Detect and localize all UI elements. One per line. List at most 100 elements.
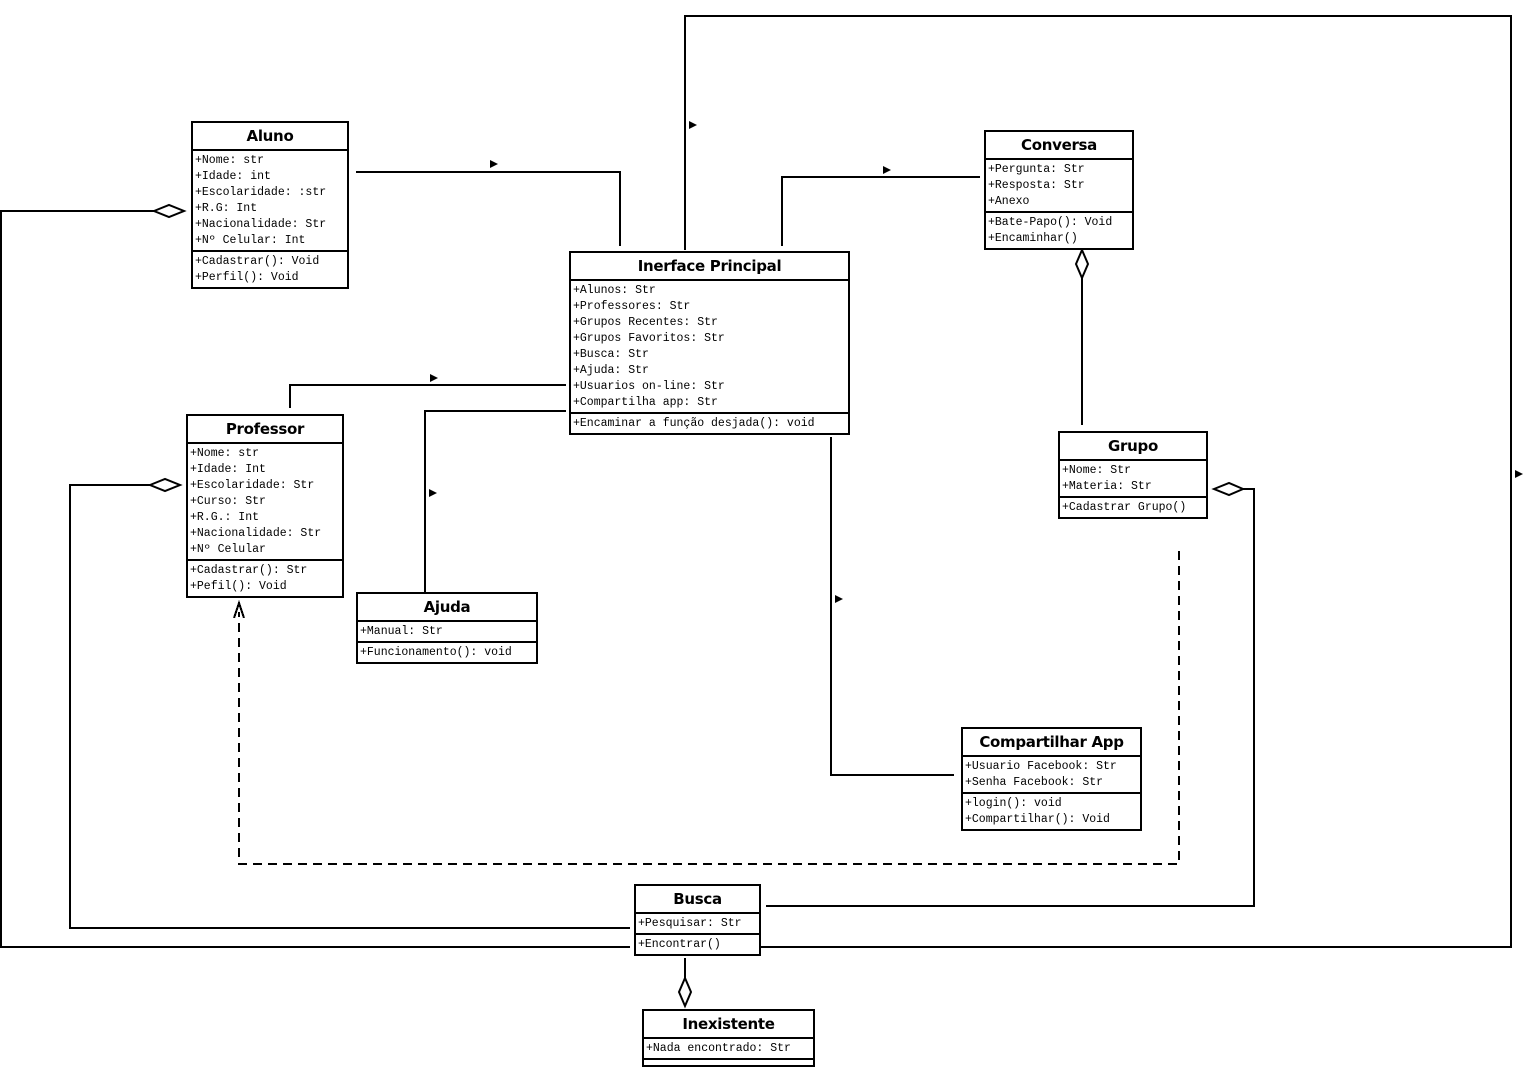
attribute-row: +Busca: Str <box>573 348 649 361</box>
class-grupo[interactable]: Grupo +Nome: Str +Materia: Str +Cadastrar G… <box>1058 431 1208 519</box>
direction-arrow-icon <box>835 595 843 603</box>
connector-professor-interface <box>289 384 566 408</box>
attribute-row: +Nome: str <box>195 154 265 167</box>
attribute-row: +Escolaridade: Str <box>190 479 315 492</box>
attribute-row: +Idade: Int <box>190 463 266 476</box>
direction-arrow-icon <box>1515 470 1523 478</box>
class-name: Ajuda <box>358 594 536 622</box>
attribute-row: +Nº Celular <box>190 543 266 556</box>
attribute-row: +Usuario Facebook: Str <box>965 760 1117 773</box>
aggregation-diamond-aluno <box>151 203 187 219</box>
attribute-row: +Usuarios on-line: Str <box>573 380 725 393</box>
attribute-row: +Senha Facebook: Str <box>965 776 1104 789</box>
attribute-row: +Nome: Str <box>1062 464 1132 477</box>
method-row: +Bate-Papo(): Void <box>988 216 1113 229</box>
attributes-compartment: +Pesquisar: Str <box>636 914 759 935</box>
methods-compartment: +Bate-Papo(): Void +Encaminhar() <box>986 213 1132 248</box>
attribute-row: +Nº Celular: Int <box>195 234 306 247</box>
attribute-row: +Manual: Str <box>360 625 443 638</box>
direction-arrow-icon <box>490 160 498 168</box>
method-row: +Encaminar a função desjada(): void <box>573 417 815 430</box>
class-name: Grupo <box>1060 433 1206 461</box>
aggregation-diamond-grupo <box>1211 481 1246 497</box>
class-inexistente[interactable]: Inexistente +Nada encontrado: Str <box>642 1009 815 1067</box>
aggregation-diamond-busca <box>677 975 693 1009</box>
connector-interface-busca-loop <box>684 15 1512 948</box>
connector-interface-compartilhar <box>830 437 954 776</box>
class-name: Conversa <box>986 132 1132 160</box>
class-name: Inexistente <box>644 1011 813 1039</box>
attribute-row: +Resposta: Str <box>988 179 1085 192</box>
class-conversa[interactable]: Conversa +Pergunta: Str +Resposta: Str +Ane… <box>984 130 1134 250</box>
method-row: +login(): void <box>965 797 1062 810</box>
method-row: +Cadastrar Grupo() <box>1062 501 1187 514</box>
connector-busca-grupo <box>766 488 1255 907</box>
class-busca[interactable]: Busca +Pesquisar: Str +Encontrar() <box>634 884 761 956</box>
attribute-row: +Anexo <box>988 195 1030 208</box>
attributes-compartment: +Nome: str +Idade: int +Escolaridade: :str… <box>193 151 347 252</box>
attributes-compartment: +Nome: str +Idade: Int +Escolaridade: Str +… <box>188 444 342 561</box>
connector-busca-professor <box>69 484 630 929</box>
attributes-compartment: +Usuario Facebook: Str +Senha Facebook: S… <box>963 757 1140 794</box>
class-name: Aluno <box>193 123 347 151</box>
attribute-row: +Materia: Str <box>1062 480 1152 493</box>
method-row: +Cadastrar(): Str <box>190 564 308 577</box>
connector-interface-conversa <box>781 176 980 246</box>
attribute-row: +Professores: Str <box>573 300 691 313</box>
connector-ajuda-interface <box>424 410 566 592</box>
methods-compartment: +Cadastrar(): Str +Pefil(): Void <box>188 561 342 596</box>
attribute-row: +Alunos: Str <box>573 284 656 297</box>
method-row: +Compartilhar(): Void <box>965 813 1110 826</box>
methods-compartment: +Cadastrar(): Void +Perfil(): Void <box>193 252 347 287</box>
method-row: +Encaminhar() <box>988 232 1078 245</box>
method-row: +Perfil(): Void <box>195 271 299 284</box>
aggregation-diamond-conversa <box>1074 247 1090 281</box>
attribute-row: +R.G: Int <box>195 202 258 215</box>
direction-arrow-icon <box>429 489 437 497</box>
method-row: +Cadastrar(): Void <box>195 255 320 268</box>
attribute-row: +Grupos Recentes: Str <box>573 316 718 329</box>
method-row: +Funcionamento(): void <box>360 646 512 659</box>
connector-busca-aluno <box>0 210 630 948</box>
attribute-row: +Escolaridade: :str <box>195 186 327 199</box>
methods-compartment: +login(): void +Compartilhar(): Void <box>963 794 1140 829</box>
class-interface-principal[interactable]: Inerface Principal +Alunos: Str +Professor… <box>569 251 850 435</box>
class-name: Inerface Principal <box>571 253 848 281</box>
direction-arrow-icon <box>689 121 697 129</box>
aggregation-diamond-professor <box>147 477 183 493</box>
attribute-row: +Nada encontrado: Str <box>646 1042 791 1055</box>
methods-compartment: +Encontrar() <box>636 935 759 954</box>
attribute-row: +Ajuda: Str <box>573 364 649 377</box>
attributes-compartment: +Nome: Str +Materia: Str <box>1060 461 1206 498</box>
attributes-compartment: +Pergunta: Str +Resposta: Str +Anexo <box>986 160 1132 213</box>
class-aluno[interactable]: Aluno +Nome: str +Idade: int +Escolaridade:… <box>191 121 349 289</box>
method-row: +Encontrar() <box>638 938 721 951</box>
attribute-row: +Nome: str <box>190 447 260 460</box>
method-row: +Pefil(): Void <box>190 580 287 593</box>
attribute-row: +R.G.: Int <box>190 511 260 524</box>
attributes-compartment: +Nada encontrado: Str <box>644 1039 813 1060</box>
class-name: Compartilhar App <box>963 729 1140 757</box>
class-ajuda[interactable]: Ajuda +Manual: Str +Funcionamento(): void <box>356 592 538 664</box>
attribute-row: +Grupos Favoritos: Str <box>573 332 725 345</box>
attribute-row: +Nacionalidade: Str <box>195 218 327 231</box>
attribute-row: +Nacionalidade: Str <box>190 527 322 540</box>
attributes-compartment: +Manual: Str <box>358 622 536 643</box>
class-professor[interactable]: Professor+Nome: str+Idade: Int+Escolarid… <box>186 414 344 598</box>
class-name: Busca <box>636 886 759 914</box>
attribute-row: +Idade: int <box>195 170 271 183</box>
methods-compartment: +Funcionamento(): void <box>358 643 536 662</box>
methods-compartment: +Cadastrar Grupo() <box>1060 498 1206 517</box>
attribute-row: +Pergunta: Str <box>988 163 1085 176</box>
methods-compartment: +Encaminar a função desjada(): void <box>571 414 848 433</box>
direction-arrow-icon <box>883 166 891 174</box>
attribute-row: +Compartilha app: Str <box>573 396 718 409</box>
attribute-row: +Pesquisar: Str <box>638 917 742 930</box>
attribute-row: +Curso: Str <box>190 495 266 508</box>
methods-compartment <box>644 1060 813 1065</box>
attributes-compartment: +Alunos: Str +Professores: Str +Grupos Rec… <box>571 281 848 414</box>
connector-grupo-professor-dependency <box>238 551 1180 865</box>
dependency-arrowhead <box>233 599 245 619</box>
class-compartilhar-app[interactable]: Compartilhar App +Usuario Facebook: Str +S… <box>961 727 1142 831</box>
